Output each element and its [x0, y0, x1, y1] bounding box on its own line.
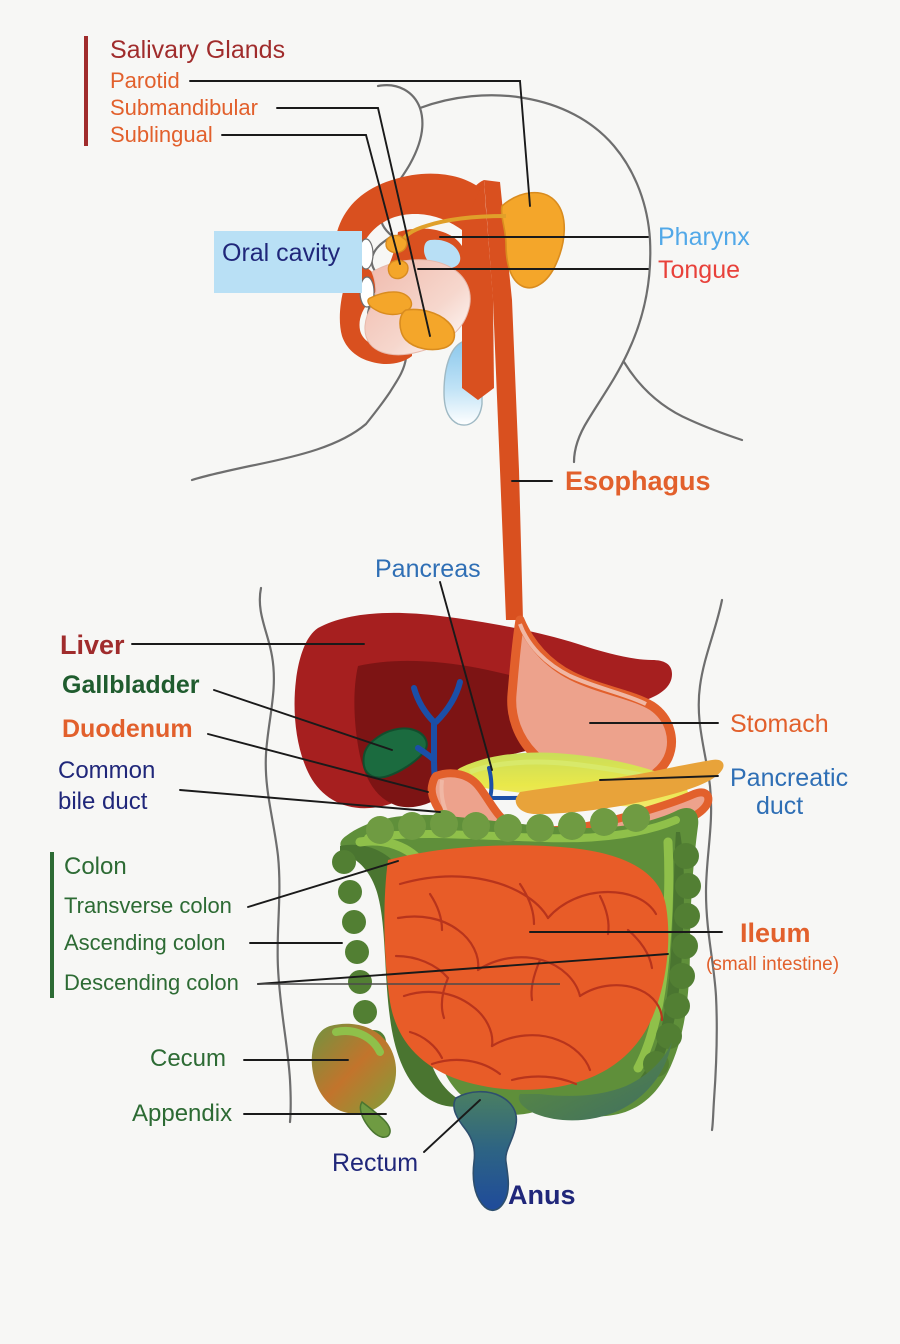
label-appendix: Appendix	[132, 1100, 233, 1127]
label-parotid: Parotid	[110, 68, 180, 93]
leader-lines	[131, 80, 723, 1153]
salivary-glands-bracket	[84, 36, 88, 146]
label-duodenum: Duodenum	[62, 715, 193, 743]
label-pharynx: Pharynx	[658, 223, 750, 251]
label-liver: Liver	[60, 630, 125, 660]
body-outline-torso	[258, 586, 724, 1132]
label-common-bile-duct-line1: Common	[58, 757, 156, 784]
oral-cavity-highlight	[214, 231, 362, 293]
label-submandibular: Submandibular	[110, 95, 258, 120]
label-common-bile-duct-line2: bile duct	[58, 788, 148, 815]
label-ileum: Ileum	[740, 918, 811, 948]
label-colon: Colon	[64, 853, 127, 880]
label-cecum: Cecum	[150, 1045, 227, 1072]
label-tongue: Tongue	[658, 256, 741, 284]
colon-bracket	[50, 852, 54, 998]
label-salivary-glands: Salivary Glands	[110, 36, 286, 64]
label-pancreatic-duct-line1: Pancreatic	[730, 764, 849, 792]
cecum-organ	[311, 1023, 397, 1114]
label-rectum: Rectum	[332, 1149, 419, 1177]
salivary-glands	[367, 191, 566, 351]
label-esophagus: Esophagus	[565, 466, 711, 496]
label-oral-cavity: Oral cavity	[222, 239, 341, 267]
label-gallbladder: Gallbladder	[62, 671, 200, 699]
rectum-organ	[453, 1042, 672, 1211]
label-transverse-colon: Transverse colon	[64, 893, 232, 918]
label-sublingual: Sublingual	[110, 122, 213, 147]
label-anus: Anus	[508, 1180, 576, 1210]
small-intestine-organ	[384, 845, 669, 1090]
gallbladder-organ	[362, 727, 428, 779]
label-pancreatic-duct-line2: duct	[756, 792, 804, 820]
label-stomach: Stomach	[730, 710, 829, 738]
label-descending-colon: Descending colon	[64, 970, 239, 995]
label-ascending-colon: Ascending colon	[64, 930, 226, 955]
label-ileum-subtitle: (small intestine)	[706, 954, 840, 975]
label-pancreas: Pancreas	[375, 555, 481, 583]
